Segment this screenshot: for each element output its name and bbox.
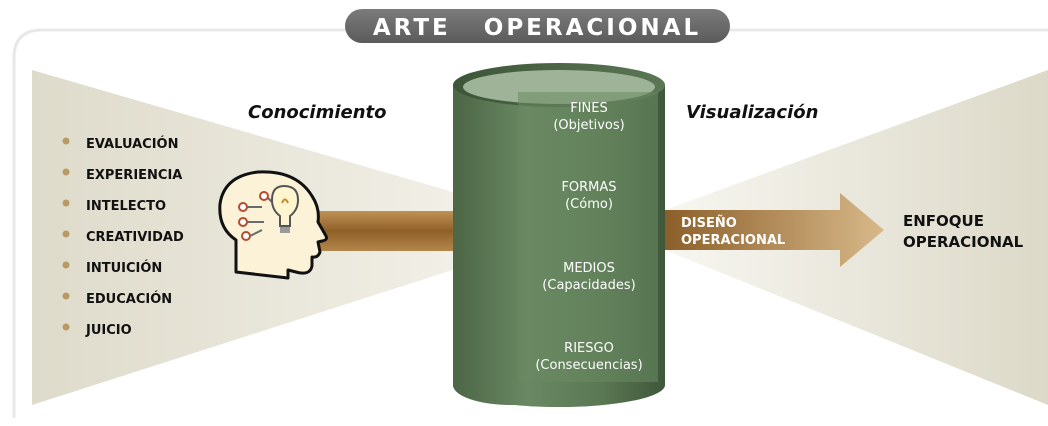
cylinder-sublabel-2: (Cómo) (565, 197, 613, 212)
operational-design-label-1: DISEÑO (681, 215, 737, 231)
bullet-dot-icon (62, 261, 70, 269)
cylinder-label-3: MEDIOS (563, 261, 615, 276)
factor-item: INTUICIÓN (86, 260, 162, 276)
bullet-dot-icon (62, 230, 70, 238)
factor-item: EXPERIENCIA (86, 168, 182, 183)
factor-item: INTELECTO (86, 199, 166, 214)
outer-frame (12, 28, 1048, 418)
factor-item: CREATIVIDAD (86, 230, 184, 245)
knowledge-heading: Conocimiento (248, 102, 387, 123)
visualization-heading: Visualización (686, 102, 818, 123)
operational-design-label-2: OPERACIONAL (681, 233, 785, 248)
cylinder-labels: FINES (Objetivos) FORMAS (Cómo) MEDIOS (Capac… (535, 101, 642, 373)
factor-item: JUICIO (85, 323, 132, 338)
cylinder-label-1: FINES (570, 101, 608, 116)
ends-ways-means-risk-cylinder (453, 63, 665, 407)
cylinder-label-4: RIESGO (564, 341, 614, 356)
factor-list: EVALUACIÓN EXPERIENCIA INTELECTO CREATIVIDA… (62, 136, 184, 338)
cylinder-sublabel-3: (Capacidades) (542, 278, 635, 293)
bullet-dot-icon (62, 168, 70, 176)
bullet-dot-icon (62, 323, 70, 331)
factor-item: EDUCACIÓN (86, 291, 172, 307)
title-banner: ARTE OPERACIONAL (345, 9, 730, 43)
operational-approach-line-2: OPERACIONAL (903, 233, 1024, 251)
operational-design-arrow (660, 193, 884, 267)
bullet-dot-icon (62, 199, 70, 207)
operational-approach-line-1: ENFOQUE (903, 212, 984, 230)
head-with-lightbulb-icon (218, 170, 328, 280)
cylinder-label-2: FORMAS (561, 180, 616, 195)
cylinder-sublabel-1: (Objetivos) (553, 118, 624, 133)
bullet-dot-icon (62, 137, 70, 145)
bullet-dot-icon (62, 292, 70, 300)
factor-item: EVALUACIÓN (86, 136, 178, 152)
diagram-title: ARTE OPERACIONAL (373, 15, 701, 41)
cylinder-sublabel-4: (Consecuencias) (535, 358, 642, 373)
